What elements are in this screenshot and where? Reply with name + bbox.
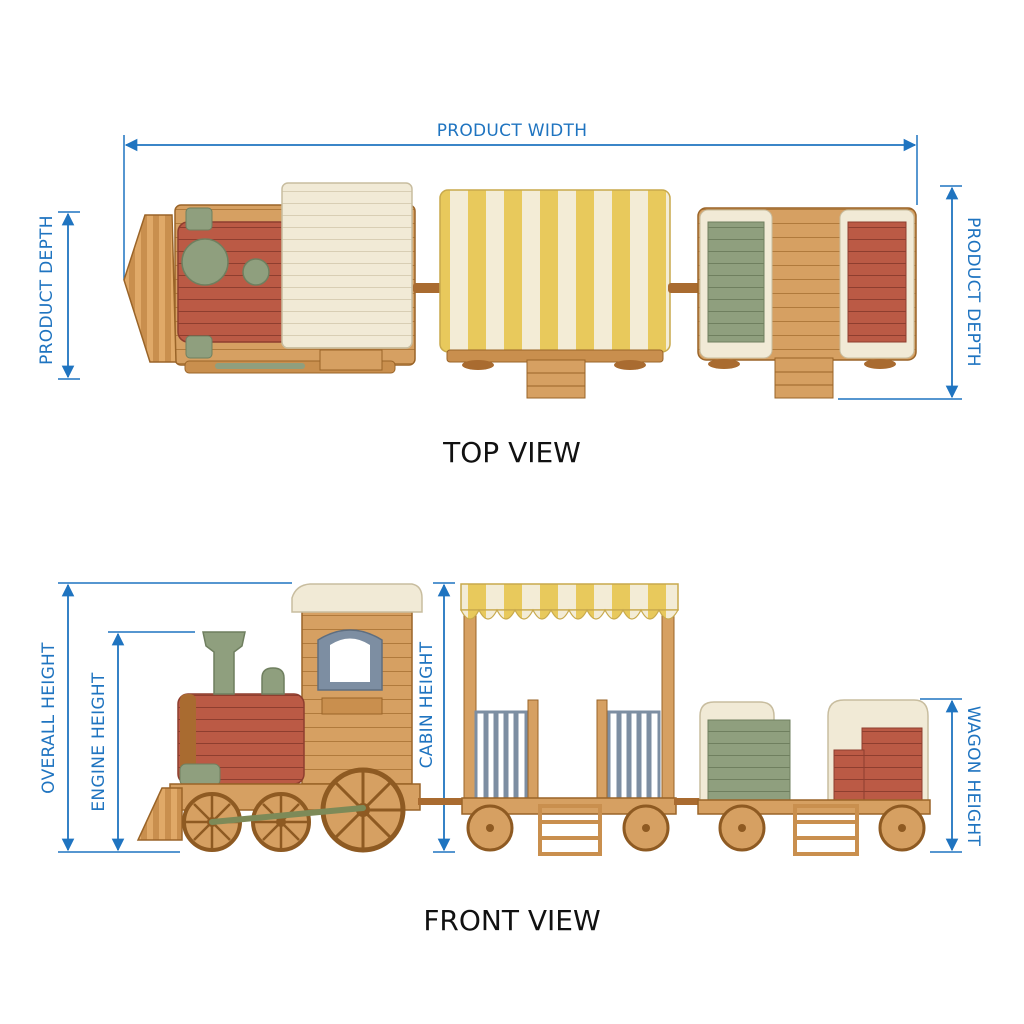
cabin-wheel-1 <box>466 804 514 852</box>
engine-top-view <box>123 182 416 374</box>
cabin-wheel-2 <box>622 804 670 852</box>
product-depth-right-label: PRODUCT DEPTH <box>963 217 983 367</box>
cabin-height-dimension: CABIN HEIGHT <box>417 582 455 853</box>
engine-wheel-small-2 <box>251 792 311 852</box>
front-view-title: FRONT VIEW <box>423 904 600 937</box>
cabin-height-label: CABIN HEIGHT <box>417 641 437 768</box>
coupler-front-1 <box>418 798 464 805</box>
coupler-top-2 <box>668 283 700 293</box>
wagon-front-view <box>697 699 931 856</box>
product-depth-left-label: PRODUCT DEPTH <box>37 215 57 365</box>
coupler-top-1 <box>413 283 443 293</box>
wagon-wheel-2 <box>878 804 926 852</box>
engine-front-view <box>136 583 423 853</box>
engine-height-dimension: ENGINE HEIGHT <box>89 631 195 852</box>
top-view-title: TOP VIEW <box>442 436 581 469</box>
overall-height-dimension: OVERALL HEIGHT <box>39 582 292 853</box>
front-view: OVERALL HEIGHT ENGINE HEIGHT CABIN HEIGH… <box>39 582 983 937</box>
overall-height-label: OVERALL HEIGHT <box>39 642 59 794</box>
product-depth-right-dimension: PRODUCT DEPTH <box>838 185 983 400</box>
cabin-front-view <box>460 583 680 856</box>
wagon-wheel-1 <box>718 804 766 852</box>
product-width-label: PRODUCT WIDTH <box>437 121 588 141</box>
coupler-front-2 <box>674 798 704 805</box>
wagon-height-dimension: WAGON HEIGHT <box>920 698 983 853</box>
cabin-top-view <box>439 189 671 399</box>
product-width-dimension: PRODUCT WIDTH <box>123 121 918 280</box>
top-view: PRODUCT WIDTH PRODUCT DEPTH PRODUCT DEPT… <box>37 121 983 469</box>
wagon-height-label: WAGON HEIGHT <box>963 706 983 847</box>
engine-height-label: ENGINE HEIGHT <box>89 672 109 812</box>
product-depth-left-dimension: PRODUCT DEPTH <box>37 211 80 380</box>
wagon-top-view <box>697 207 917 399</box>
